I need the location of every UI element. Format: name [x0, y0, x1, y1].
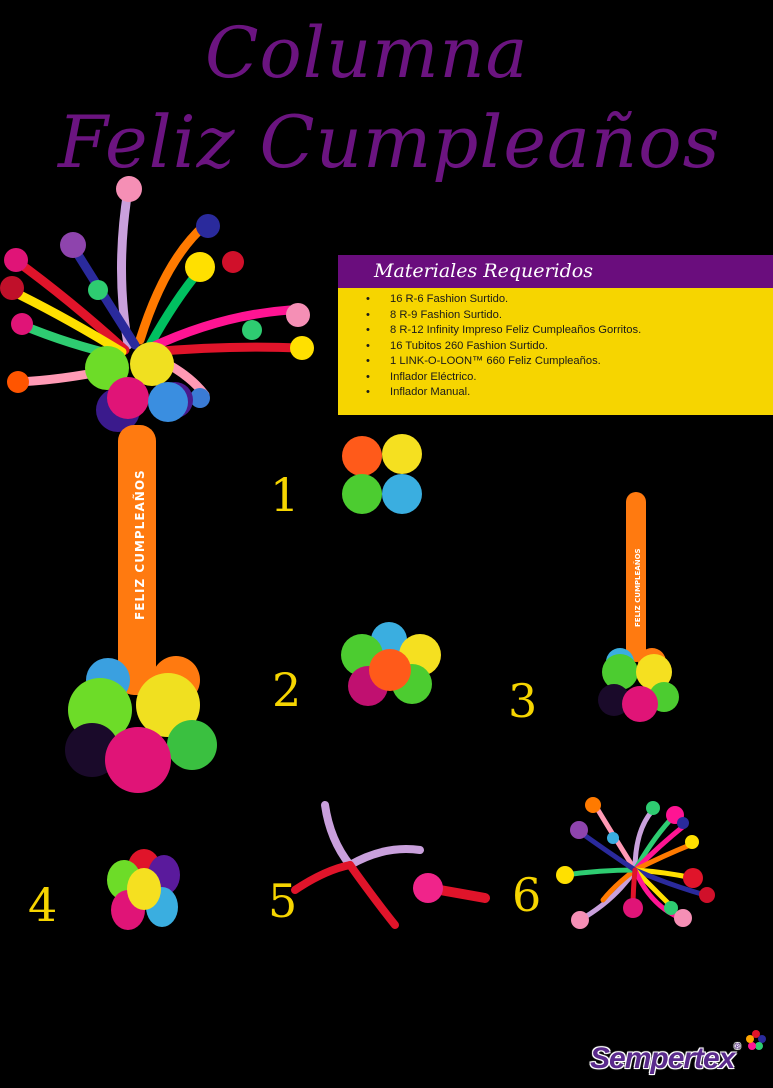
materials-panel: Materiales Requeridos 16 R-6 Fashion Sur…: [338, 255, 773, 415]
column-print-text: FELIZ CUMPLEAÑOS: [132, 469, 147, 620]
step-1-illustration: [342, 434, 422, 514]
step-5-illustration: [291, 801, 490, 929]
materials-item: 1 LINK-O-LOON™ 660 Feliz Cumpleaños.: [366, 354, 773, 370]
materials-list: 16 R-6 Fashion Surtido. 8 R-9 Fashion Su…: [338, 292, 773, 401]
materials-item: 16 R-6 Fashion Surtido.: [366, 292, 773, 308]
step-number-2: 2: [272, 663, 302, 717]
step-3-illustration: FELIZ CUMPLEAÑOS: [598, 492, 679, 722]
title-line-1: Columna: [205, 12, 529, 94]
step-4-illustration: [107, 849, 180, 930]
finished-column-illustration: FELIZ CUMPLEAÑOS: [0, 176, 314, 793]
materials-item: 8 R-12 Infinity Impreso Feliz Cumpleaños…: [366, 323, 773, 339]
step-2-illustration: [341, 622, 441, 706]
step-number-3: 3: [508, 674, 538, 728]
step-number-6: 6: [512, 868, 542, 922]
step-6-illustration: [556, 797, 715, 929]
step-number-5: 5: [268, 874, 298, 928]
materials-item: 8 R-9 Fashion Surtido.: [366, 308, 773, 324]
materials-heading: Materiales Requeridos: [338, 255, 773, 288]
step-number-4: 4: [28, 878, 58, 932]
step-number-1: 1: [270, 468, 300, 522]
title-line-2: Feliz Cumpleaños: [58, 100, 721, 184]
brand-name: Sempertex: [590, 1042, 735, 1075]
sempertex-flower-icon: [746, 1030, 766, 1050]
materials-item: Inflador Manual.: [366, 385, 773, 401]
materials-item: 16 Tubitos 260 Fashion Surtido.: [366, 339, 773, 355]
registered-mark: ®: [734, 1042, 740, 1051]
materials-item: Inflador Eléctrico.: [366, 370, 773, 386]
sempertex-logo: Sempertex®: [590, 1042, 740, 1076]
svg-text:FELIZ CUMPLEAÑOS: FELIZ CUMPLEAÑOS: [633, 548, 642, 627]
